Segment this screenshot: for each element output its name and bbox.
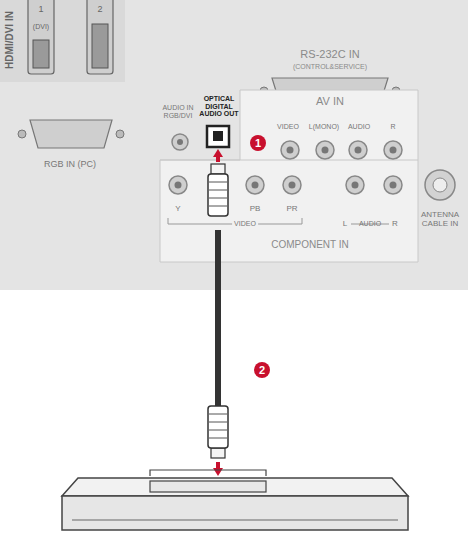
port-label: COMPONENT IN <box>271 239 349 250</box>
port-label: HDMI/DVI IN <box>4 11 15 69</box>
optical-socket <box>213 131 223 141</box>
hdmi-socket <box>92 24 108 68</box>
port-label: AUDIO <box>348 123 370 131</box>
rca-jack <box>346 176 364 194</box>
insert-arrow <box>213 462 223 476</box>
screw <box>116 130 124 138</box>
callout-number: 1 <box>250 135 266 151</box>
callout-number: 2 <box>254 362 270 378</box>
rca-jack <box>384 176 402 194</box>
device-port-block <box>150 481 266 492</box>
device-port-block <box>150 470 266 476</box>
port-label: 1 <box>38 5 43 15</box>
rca-jack <box>169 176 187 194</box>
port-label: RGB IN (PC) <box>44 160 96 170</box>
port-label: (CONTROL&SERVICE) <box>293 63 367 71</box>
jack-hole <box>355 147 362 154</box>
port-label: Y <box>175 205 180 214</box>
jack-hole <box>175 182 182 189</box>
rca-jack <box>349 141 367 159</box>
hdmi-port <box>28 0 54 74</box>
jack-hole <box>390 182 397 189</box>
port-label: ANTENNA CABLE IN <box>415 211 465 229</box>
jack-hole <box>322 147 329 154</box>
antenna-core <box>433 178 447 192</box>
port-label: L(MONO) <box>309 123 339 131</box>
screw <box>18 130 26 138</box>
port-label: VIDEO <box>232 220 258 228</box>
insert-arrow <box>213 149 223 162</box>
optical-plug <box>208 406 228 458</box>
jack-hole <box>390 147 397 154</box>
device-line <box>72 520 398 521</box>
port-label: L <box>343 220 347 229</box>
bracket-line <box>168 218 169 224</box>
antenna-jack <box>425 170 455 200</box>
bracket-line <box>302 218 303 224</box>
port-label: RS-232C IN <box>300 48 359 60</box>
panel <box>0 0 468 290</box>
jack-hole <box>177 139 183 145</box>
av-inset <box>160 90 418 262</box>
jack-hole <box>252 182 259 189</box>
hdmi-port <box>87 0 113 74</box>
hdmi-socket <box>33 40 49 68</box>
device-front <box>62 496 408 530</box>
rca-jack <box>384 141 402 159</box>
jack-hole <box>289 182 296 189</box>
port-label: R <box>390 123 395 131</box>
device-top <box>62 478 408 496</box>
rgb-port <box>30 120 112 148</box>
port-label: AUDIO <box>359 220 381 228</box>
rca-jack <box>246 176 264 194</box>
rca-jack <box>281 141 299 159</box>
optical-plug <box>208 164 228 216</box>
jack-hole <box>352 182 359 189</box>
optical-cable <box>215 230 221 410</box>
port-label: (DVI) <box>33 23 49 31</box>
port-label: VIDEO <box>277 123 299 131</box>
jack-hole <box>287 147 294 154</box>
port-label: AV IN <box>316 95 344 107</box>
port-label: 2 <box>97 5 102 15</box>
optical-port <box>207 126 229 147</box>
port-label: AUDIO IN RGB/DVI <box>159 104 197 119</box>
port-label: PR <box>286 205 297 214</box>
rca-jack <box>283 176 301 194</box>
port-label: OPTICAL DIGITAL AUDIO OUT <box>197 95 241 118</box>
rca-jack <box>316 141 334 159</box>
port-label: R <box>392 220 398 229</box>
audio-jack <box>172 134 188 150</box>
port-label: PB <box>250 205 261 214</box>
